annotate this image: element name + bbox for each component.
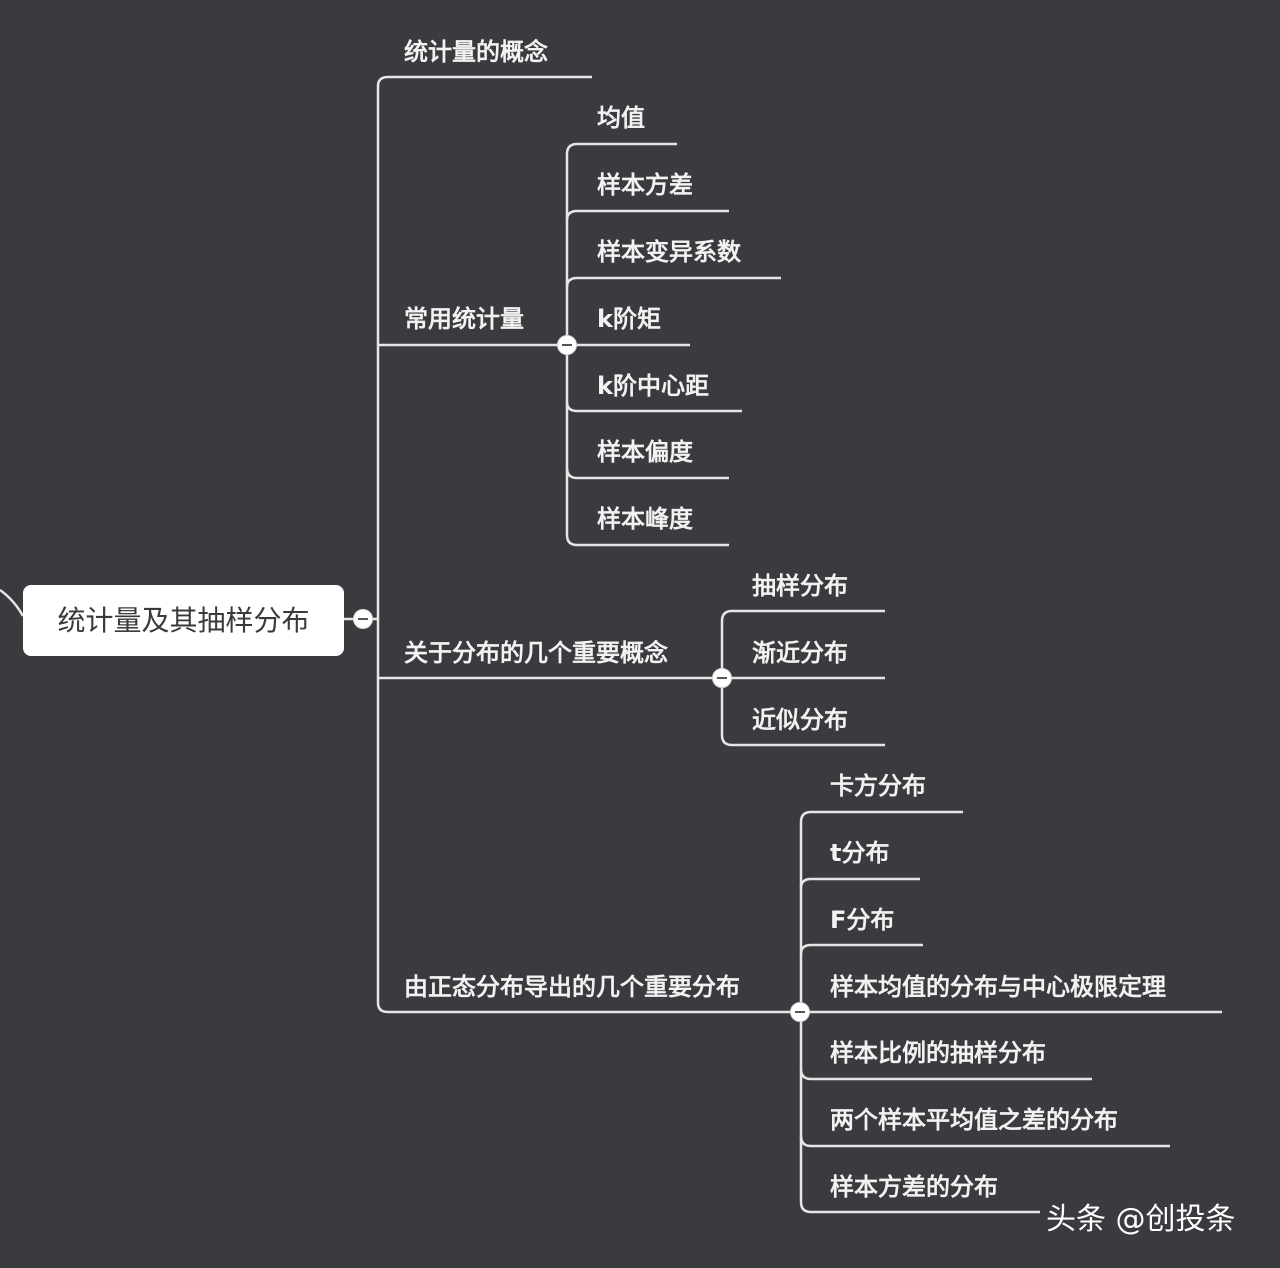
branch-node-4[interactable]: 由正态分布导出的几个重要分布 — [404, 973, 740, 1001]
leaf-node[interactable]: 渐近分布 — [752, 639, 848, 667]
leaf-node[interactable]: 两个样本平均值之差的分布 — [830, 1106, 1118, 1134]
leaf-node[interactable]: 抽样分布 — [752, 572, 848, 600]
collapse-branch-3-icon[interactable] — [712, 668, 732, 688]
root-node[interactable]: 统计量及其抽样分布 — [23, 585, 344, 656]
leaf-node[interactable]: k阶中心距 — [597, 372, 709, 400]
leaf-node[interactable]: 近似分布 — [752, 706, 848, 734]
collapse-branch-2-icon[interactable] — [557, 335, 577, 355]
collapse-branch-4-icon[interactable] — [790, 1002, 810, 1022]
collapse-root-icon[interactable] — [353, 609, 373, 629]
leaf-node[interactable]: 样本峰度 — [597, 505, 693, 533]
leaf-node[interactable]: t分布 — [830, 839, 890, 867]
root-incoming-line — [0, 588, 25, 617]
watermark-text: 头条 @创投条 — [1046, 1202, 1236, 1237]
leaf-node[interactable]: 样本方差 — [597, 171, 693, 199]
main-trunk — [376, 86, 800, 1014]
branch-node-3[interactable]: 关于分布的几个重要概念 — [404, 639, 668, 667]
leaf-node[interactable]: 样本变异系数 — [597, 238, 741, 266]
branch-line-1 — [376, 75, 592, 87]
branch-node-2[interactable]: 常用统计量 — [404, 305, 524, 333]
branch-node-1[interactable]: 统计量的概念 — [404, 38, 548, 66]
leaf-node[interactable]: 样本均值的分布与中心极限定理 — [830, 973, 1166, 1001]
leaf-node[interactable]: 样本方差的分布 — [830, 1173, 998, 1201]
leaf-node[interactable]: k阶矩 — [597, 305, 661, 333]
leaf-node[interactable]: F分布 — [830, 906, 895, 934]
leaf-node[interactable]: 样本偏度 — [597, 438, 693, 466]
leaf-node[interactable]: 均值 — [597, 104, 645, 132]
leaf-node[interactable]: 卡方分布 — [830, 772, 926, 800]
leaf-node[interactable]: 样本比例的抽样分布 — [830, 1039, 1046, 1067]
